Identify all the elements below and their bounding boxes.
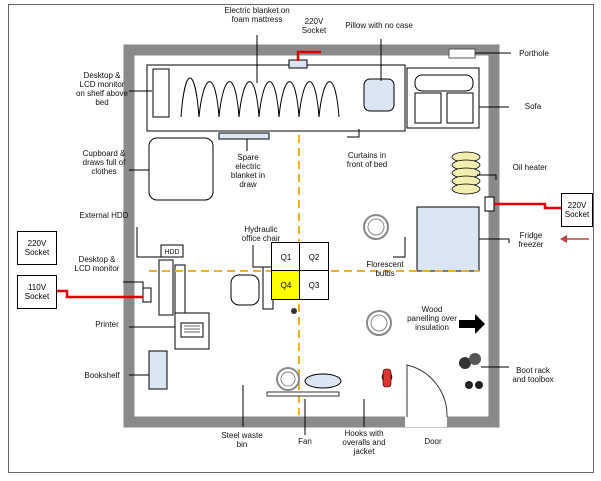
label-printer: Printer — [95, 320, 119, 329]
socket-right-220v: 220V Socket — [561, 193, 593, 227]
label-hydraulic-chair: Hydraulic office chair — [241, 225, 281, 243]
leader-lines — [123, 35, 510, 435]
top-socket-shape — [288, 59, 308, 69]
room-walls — [123, 44, 500, 428]
desktop-pc-shape — [158, 259, 174, 316]
label-waste-bin: Steel waste bin — [221, 431, 263, 449]
label-top-socket: 220V Socket — [301, 17, 327, 35]
floor-plan-graphic — [55, 35, 589, 435]
electric-blanket-coil — [180, 77, 340, 118]
waste-bin-shape — [276, 367, 300, 391]
hdd-tag: HDD — [164, 249, 180, 256]
fridge-shape — [416, 206, 480, 272]
top-socket-cable — [296, 50, 321, 61]
centre-marker — [291, 308, 297, 314]
label-wood-panelling: Wood panelling over insulation — [407, 305, 457, 332]
socket-left-110v: 110V Socket — [17, 275, 57, 309]
label-external-hdd: External HDD — [79, 211, 129, 220]
door-swing — [406, 364, 448, 418]
lcd-monitor-shape — [174, 264, 186, 316]
cupboard-shape — [148, 137, 214, 201]
label-bookshelf: Bookshelf — [84, 371, 120, 380]
left-plug — [142, 287, 152, 303]
wood-panel-arrow — [459, 314, 485, 334]
hooks-rail — [266, 391, 340, 397]
quadrant-q2: Q2 — [299, 242, 329, 272]
oil-heater-shape — [451, 151, 481, 195]
hdd-shape — [160, 244, 184, 258]
label-pillow: Pillow with no case — [345, 21, 413, 30]
office-chair-shape — [230, 274, 260, 306]
socket-left-220v: 220V Socket — [17, 231, 57, 265]
fridge-arrow-head — [560, 235, 567, 243]
label-oil-heater: Oil heater — [512, 163, 548, 172]
boot-rack-shape — [459, 353, 483, 389]
label-florescent: Florescent bulbs — [366, 260, 404, 278]
porthole-shape — [448, 48, 476, 59]
left-socket-cable — [55, 289, 143, 299]
label-sofa: Sofa — [524, 102, 542, 111]
label-hooks: Hooks with overalls and jacket — [342, 429, 386, 456]
pillow-shape — [363, 78, 395, 112]
label-fan: Fan — [298, 437, 312, 446]
desktop-monitor-shelf — [152, 68, 170, 118]
label-curtains: Curtains in front of bed — [346, 151, 388, 169]
label-spare-blanket: Spare electric blanket in draw — [230, 153, 266, 189]
label-desktop-desk: Desktop & LCD monitor — [74, 255, 120, 273]
label-door: Door — [424, 437, 442, 446]
right-socket-cable — [494, 202, 561, 210]
label-porthole: Porthole — [519, 49, 549, 58]
bed-shape — [146, 64, 406, 132]
bookshelf-shape — [148, 350, 168, 390]
right-plug — [484, 196, 495, 212]
label-electric-blanket: Electric blanket on foam mattress — [224, 6, 290, 24]
fan-shape — [304, 373, 342, 389]
spare-blanket-drawer — [218, 132, 270, 140]
label-desktop-shelf: Desktop & LCD monitor on shelf above bed — [75, 71, 129, 107]
door-gap — [405, 411, 447, 427]
diagram-frame: Q1 Q2 Q4 Q3 HDD Electric blanket on foam… — [8, 4, 594, 473]
quadrant-q3: Q3 — [299, 270, 329, 300]
label-fridge: Fridge freezer — [518, 231, 544, 249]
quadrant-q4: Q4 — [271, 270, 301, 300]
label-boot-rack: Boot rack and toolbox — [512, 366, 554, 384]
quadrant-q1: Q1 — [271, 242, 301, 272]
label-cupboard: Cupboard & draws full of clothes — [82, 149, 126, 176]
